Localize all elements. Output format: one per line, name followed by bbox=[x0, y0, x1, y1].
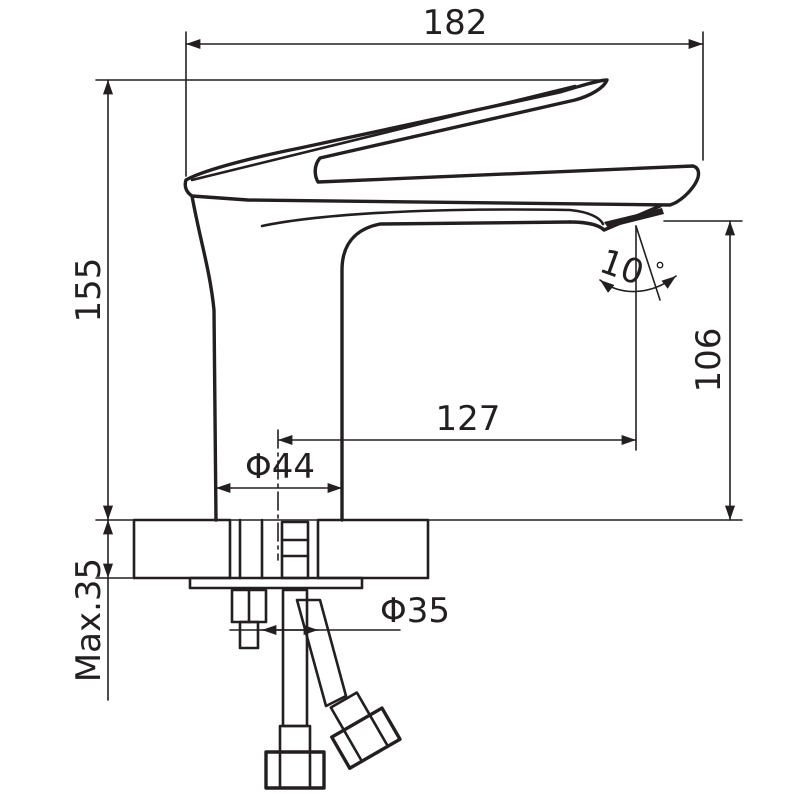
washer-plate bbox=[188, 576, 364, 590]
lever-top-face bbox=[190, 84, 577, 182]
dimensions: 182 155 106 127 Φ44 Max.35 Φ35 10 ° bbox=[69, 3, 743, 701]
hex-nut-angled bbox=[330, 706, 402, 770]
counter-left bbox=[132, 518, 232, 580]
lever-handle bbox=[183, 78, 701, 207]
angle-label: 10 bbox=[595, 241, 649, 293]
hose-connector bbox=[280, 520, 310, 580]
mounting-stud bbox=[238, 620, 260, 650]
dimension-reach-label: 127 bbox=[436, 399, 501, 439]
braided-hose-straight bbox=[281, 588, 309, 728]
hex-nut-straight bbox=[264, 750, 326, 790]
body-inner-line bbox=[340, 220, 572, 522]
countertop-section bbox=[132, 518, 430, 590]
degree-symbol: ° bbox=[655, 259, 666, 284]
spout-underside bbox=[260, 208, 605, 228]
spout-lower-edge bbox=[568, 204, 662, 232]
counter-right bbox=[316, 518, 430, 580]
dimension-height-label: 155 bbox=[69, 258, 109, 323]
body-outline bbox=[190, 194, 218, 522]
dimension-mounting-label: Max.35 bbox=[69, 558, 109, 682]
braided-hose-angled bbox=[295, 598, 348, 708]
counter-hole bbox=[229, 519, 319, 579]
hose-fitting bbox=[278, 724, 312, 754]
faucet-body bbox=[183, 78, 701, 522]
dimension-hole-label: Φ35 bbox=[380, 591, 450, 631]
dimension-width-label: 182 bbox=[423, 3, 488, 43]
mounting-hardware bbox=[230, 520, 402, 790]
dimension-spout-height-label: 106 bbox=[689, 328, 729, 393]
angle-arc bbox=[599, 275, 677, 293]
dimension-base-label: Φ44 bbox=[245, 447, 315, 487]
